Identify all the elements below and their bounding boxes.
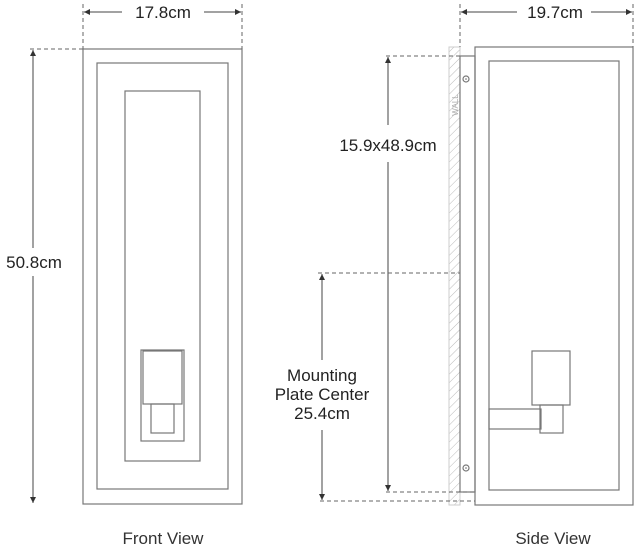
side-lamp-shade (531, 350, 571, 406)
screw-icon-top (462, 75, 470, 83)
mounting-label-line2: Plate Center (275, 385, 370, 404)
front-view-caption: Front View (123, 529, 205, 548)
screw-dot-bottom (465, 467, 467, 469)
side-lamp-socket (539, 404, 564, 434)
side-view: WALL 19.7cm 15.9x48.9cm Mounting Plate C… (275, 3, 634, 548)
screw-icon-bottom (462, 464, 470, 472)
side-outer-frame (474, 46, 634, 506)
front-height-label: 50.8cm (6, 253, 62, 272)
mounting-label-line1: Mounting (287, 366, 357, 385)
front-middle-frame (96, 62, 229, 490)
side-view-caption: Side View (515, 529, 591, 548)
mounting-plate (459, 55, 476, 493)
front-lamp-shade (142, 350, 183, 405)
front-lamp-housing (140, 349, 185, 442)
front-view: 17.8cm 50.8cm Front View (6, 3, 243, 548)
front-width-label: 17.8cm (135, 3, 191, 22)
side-lamp-arm (488, 408, 542, 430)
front-lamp-socket (150, 403, 175, 434)
front-inner-panel (124, 90, 201, 462)
side-depth-label: 19.7cm (527, 3, 583, 22)
screw-dot-top (465, 78, 467, 80)
front-outer-frame (82, 48, 243, 505)
side-inner-frame (488, 60, 620, 491)
wall-label: WALL (451, 94, 460, 116)
mounting-label-line3: 25.4cm (294, 404, 350, 423)
plate-size-label: 15.9x48.9cm (339, 136, 436, 155)
